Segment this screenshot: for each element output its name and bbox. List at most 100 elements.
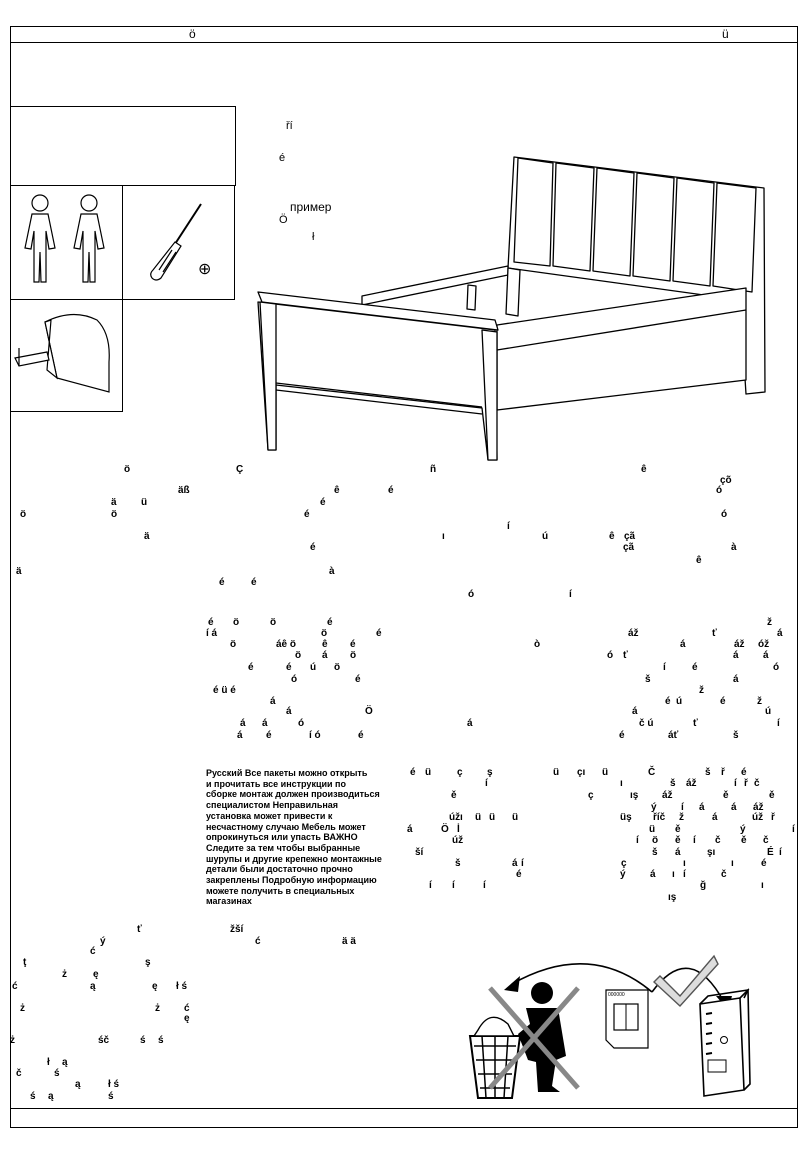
- diacritic-glyph: çõ: [720, 475, 732, 486]
- diacritic-glyph: č: [763, 835, 769, 846]
- ru-line: можете получить в специальных: [206, 885, 355, 896]
- diacritic-glyph: é: [619, 730, 625, 741]
- diacritic-glyph: á: [322, 650, 328, 661]
- file-folder-icon: [699, 988, 751, 1097]
- diacritic-glyph: é: [516, 869, 522, 880]
- diacritic-glyph: ö: [230, 639, 237, 650]
- diacritic-glyph: Ç: [236, 464, 244, 475]
- diacritic-glyph: ê: [696, 555, 702, 566]
- diacritic-glyph: ž: [679, 812, 684, 823]
- diacritic-glyph: ší: [415, 847, 424, 858]
- diacritic-glyph: í á: [206, 628, 218, 639]
- diacritic-glyph: ě: [741, 835, 747, 846]
- diacritic-glyph: í: [734, 778, 737, 789]
- diacritic-glyph: ř: [771, 812, 775, 823]
- ru-line: Следите за тем чтобы выбранные: [206, 842, 361, 853]
- diacritic-glyph: ś: [158, 1035, 164, 1046]
- diacritic-glyph: ú: [310, 662, 317, 673]
- diacritic-glyph: ä: [144, 531, 150, 542]
- diacritic-glyph: ś: [108, 1091, 114, 1102]
- header-divider: [10, 42, 798, 43]
- diacritic-glyph: š: [733, 730, 739, 741]
- diacritic-glyph: ó: [607, 650, 614, 661]
- diacritic-glyph: üş: [620, 812, 632, 823]
- diacritic-glyph: ı: [460, 812, 463, 823]
- diacritic-glyph: İ: [457, 824, 460, 835]
- diacritic-glyph: ţ: [23, 957, 27, 968]
- diacritic-glyph: ü: [649, 824, 656, 835]
- diacritic-glyph: ğ: [700, 880, 707, 891]
- diacritic-glyph: í: [485, 778, 488, 789]
- diacritic-glyph: ó: [773, 662, 780, 673]
- diacritic-glyph: ť: [712, 628, 717, 639]
- diacritic-glyph: říč: [653, 812, 666, 823]
- intro-line-4: Ö: [279, 214, 288, 226]
- header-left-mark: ö: [189, 27, 196, 41]
- diacritic-glyph: á: [763, 650, 769, 661]
- diacritic-glyph: ö: [270, 617, 277, 628]
- ru-line: магазинах: [206, 896, 252, 907]
- waste-bin-icon: [468, 1016, 522, 1099]
- intro-line-3: пример: [290, 200, 332, 214]
- tape-measure-icon: [14, 313, 110, 393]
- diacritic-glyph: Č: [648, 767, 656, 778]
- tape-measure-box: [10, 299, 123, 412]
- diacritic-glyph: é: [410, 767, 416, 778]
- ru-line: несчастному случаю Мебель может: [206, 821, 366, 832]
- diacritic-glyph: ö: [295, 650, 302, 661]
- diacritic-glyph: ě: [675, 824, 681, 835]
- diacritic-glyph: ó: [721, 509, 728, 520]
- diacritic-glyph: ż: [62, 969, 67, 980]
- diacritic-glyph: á: [512, 858, 518, 869]
- diacritic-glyph: é: [355, 674, 361, 685]
- diacritic-glyph: áê ö: [276, 639, 297, 650]
- diacritic-glyph: ê: [334, 485, 340, 496]
- diacritic-glyph: ü: [602, 767, 609, 778]
- ru-line: шурупы и другие крепежно монтажные: [206, 853, 382, 864]
- diacritic-glyph: í: [452, 880, 455, 891]
- diacritic-glyph: í: [483, 880, 486, 891]
- diacritic-glyph: í ó: [309, 730, 321, 741]
- diacritic-glyph: ř: [721, 767, 725, 778]
- diacritic-glyph: ı: [731, 858, 734, 869]
- diacritic-glyph: úž: [752, 812, 764, 823]
- diacritic-glyph: ö: [652, 835, 659, 846]
- diacritic-glyph: ä ä: [342, 936, 356, 947]
- diacritic-glyph: á: [733, 650, 739, 661]
- diacritic-glyph: á: [240, 718, 246, 729]
- diacritic-glyph: á: [699, 802, 705, 813]
- diacritic-glyph: ž: [767, 617, 772, 628]
- diacritic-glyph: á: [731, 802, 737, 813]
- diacritic-glyph: ü: [553, 767, 560, 778]
- diacritic-glyph: č: [715, 835, 721, 846]
- diacritic-glyph: úž: [449, 812, 461, 823]
- diacritic-glyph: ñ: [430, 464, 437, 475]
- diacritic-glyph: é: [376, 628, 382, 639]
- diacritic-glyph: á: [270, 696, 276, 707]
- diacritic-glyph: á: [712, 812, 718, 823]
- diacritic-glyph: í: [636, 835, 639, 846]
- arrow-to-bin-icon: [511, 963, 653, 993]
- diacritic-glyph: š: [652, 847, 658, 858]
- diacritic-glyph: é: [320, 497, 326, 508]
- diacritic-glyph: é: [248, 662, 254, 673]
- diacritic-glyph: ç: [621, 858, 627, 869]
- diacritic-glyph: ı: [761, 880, 764, 891]
- diacritic-glyph: á: [237, 730, 243, 741]
- intro-line-2: é: [279, 152, 286, 164]
- diacritic-glyph: é: [350, 639, 356, 650]
- diacritic-glyph: č ú: [639, 718, 654, 729]
- diacritic-glyph: Ö: [365, 706, 373, 717]
- diacritic-glyph: áž: [753, 802, 764, 813]
- diacritic-glyph: í: [663, 662, 666, 673]
- diacritic-glyph: ą: [62, 1057, 68, 1068]
- diacritic-glyph: é: [266, 730, 272, 741]
- diacritic-glyph: ò: [534, 639, 541, 650]
- diacritic-glyph: í: [683, 869, 686, 880]
- diacritic-glyph: ě: [723, 790, 729, 801]
- diacritic-glyph: ö: [334, 662, 341, 673]
- diacritic-glyph: ł ś: [176, 981, 188, 992]
- diacritic-glyph: ó: [468, 589, 475, 600]
- title-box: [10, 106, 236, 186]
